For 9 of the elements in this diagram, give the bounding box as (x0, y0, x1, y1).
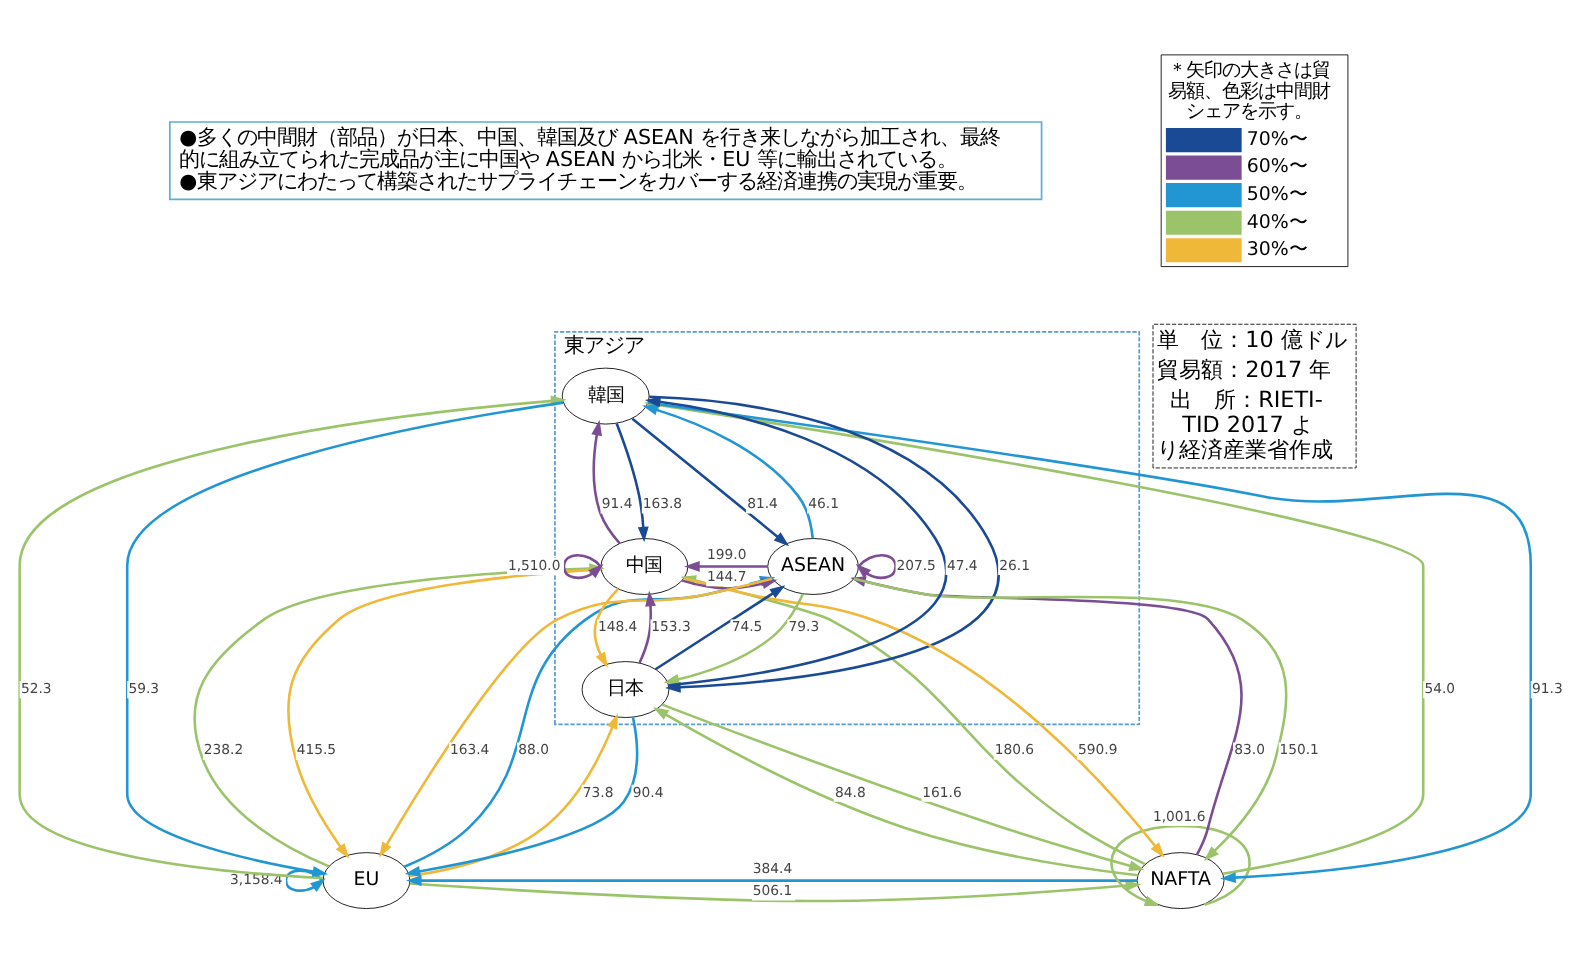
legend-label: 30%〜 (1246, 238, 1307, 261)
label: 単 位：10 億ドル (1157, 325, 1347, 352)
label: ＊矢印の大きさは貿易額、色彩は中間財シェアを示す。 (1167, 59, 1331, 123)
legend-label: 40%〜 (1246, 210, 1307, 233)
legend-label: 60%〜 (1246, 155, 1307, 178)
legend-label: 70%〜 (1246, 127, 1307, 150)
legend-label: 50%〜 (1246, 182, 1307, 205)
label: 貿易額：2017 年 (1157, 355, 1332, 382)
label: 出 所：RIETI-TID 2017 より経済産業省作成 (1157, 386, 1334, 463)
